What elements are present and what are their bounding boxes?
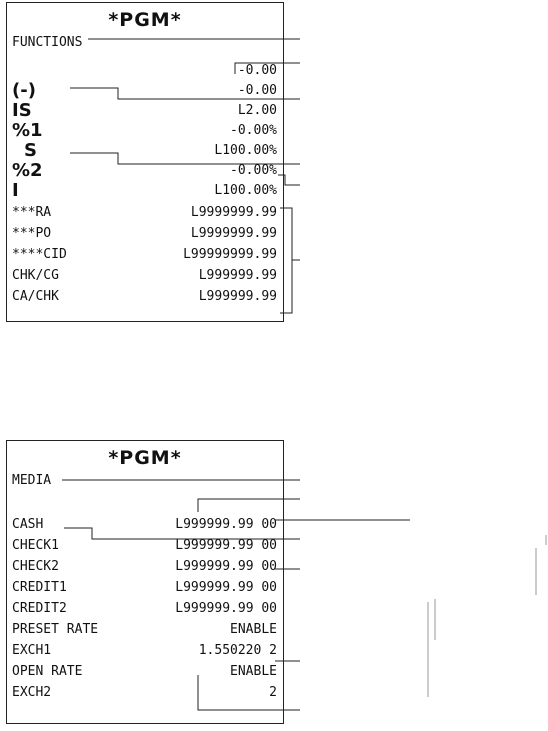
receipt-row: CHECK1 L999999.99 00 — [12, 536, 277, 556]
receipt-row: -0.00 — [12, 61, 277, 81]
row-value: L9999999.99 — [190, 205, 277, 220]
row-value: L99999999.99 — [183, 247, 277, 262]
receipt-row: %2 -0.00% — [12, 161, 277, 181]
receipt-row: EXCH1 1.550220 2 — [12, 641, 277, 661]
row-label: %1 — [12, 120, 43, 141]
row-label: ***PO — [12, 226, 52, 241]
row-value: L999999.99 00 — [175, 538, 277, 553]
row-label: ***RA — [12, 205, 52, 220]
receipt-row: ***PO L9999999.99 — [12, 224, 277, 244]
row-label: PRESET RATE — [12, 622, 99, 637]
row-value: ENABLE — [230, 664, 277, 679]
row-label: CHK/CG — [12, 268, 59, 283]
receipt-row: IS L2.00 — [12, 101, 277, 121]
row-value: -0.00% — [230, 163, 277, 178]
functions-receipt: *PGM* FUNCTIONS -0.00 (-) -0.00 IS L2.00… — [6, 2, 284, 322]
heading-label: MEDIA — [12, 473, 52, 488]
row-label: CA/CHK — [12, 289, 59, 304]
receipt-row: S L100.00% — [12, 141, 277, 161]
receipt-row: CREDIT1 L999999.99 00 — [12, 578, 277, 598]
row-value: L2.00 — [237, 103, 277, 118]
row-label: CREDIT1 — [12, 580, 67, 595]
receipt-row: (-) -0.00 — [12, 81, 277, 101]
row-value: -0.00 — [237, 63, 277, 78]
receipt-row: CHK/CG L999999.99 — [12, 266, 277, 286]
row-value: L999999.99 — [198, 289, 277, 304]
receipt-row: %1 -0.00% — [12, 121, 277, 141]
row-value: L100.00% — [214, 183, 277, 198]
row-label: EXCH1 — [12, 643, 52, 658]
row-label: OPEN RATE — [12, 664, 83, 679]
receipt-row: ***RA L9999999.99 — [12, 203, 277, 223]
receipt-row: CA/CHK L999999.99 — [12, 287, 277, 307]
row-value: 2 — [269, 685, 277, 700]
heading-label: FUNCTIONS — [12, 35, 83, 50]
row-label: CHECK2 — [12, 559, 59, 574]
row-value: L100.00% — [214, 143, 277, 158]
row-label: %2 — [12, 160, 43, 181]
row-value: -0.00% — [230, 123, 277, 138]
row-label: IS — [12, 100, 32, 121]
row-value: L999999.99 00 — [175, 559, 277, 574]
receipt-title: *PGM* — [108, 447, 182, 469]
row-label: EXCH2 — [12, 685, 52, 700]
receipt-row: I L100.00% — [12, 181, 277, 201]
row-value: -0.00 — [237, 83, 277, 98]
row-label: CASH — [12, 517, 44, 532]
row-value: L999999.99 — [198, 268, 277, 283]
row-value: ENABLE — [230, 622, 277, 637]
receipt-title: *PGM* — [108, 9, 182, 31]
receipt-row: OPEN RATE ENABLE — [12, 662, 277, 682]
row-value: 1.550220 2 — [198, 643, 277, 658]
receipt-row: ****CID L99999999.99 — [12, 245, 277, 265]
row-value: L999999.99 00 — [175, 580, 277, 595]
row-value: L9999999.99 — [190, 226, 277, 241]
row-value: L999999.99 00 — [175, 601, 277, 616]
row-label: CHECK1 — [12, 538, 59, 553]
row-label: I — [12, 180, 19, 201]
row-label: S — [24, 140, 37, 161]
row-value: L999999.99 00 — [175, 517, 277, 532]
receipt-heading: FUNCTIONS — [12, 33, 277, 53]
receipt-row: CHECK2 L999999.99 00 — [12, 557, 277, 577]
media-receipt: *PGM* MEDIA CASH L999999.99 00 CHECK1 L9… — [6, 440, 284, 724]
receipt-row: CREDIT2 L999999.99 00 — [12, 599, 277, 619]
receipt-row: EXCH2 2 — [12, 683, 277, 703]
receipt-row: PRESET RATE ENABLE — [12, 620, 277, 640]
row-label: CREDIT2 — [12, 601, 67, 616]
row-label: (-) — [12, 80, 36, 101]
row-label: ****CID — [12, 247, 67, 262]
receipt-heading: MEDIA — [12, 471, 277, 491]
receipt-row: CASH L999999.99 00 — [12, 515, 277, 535]
